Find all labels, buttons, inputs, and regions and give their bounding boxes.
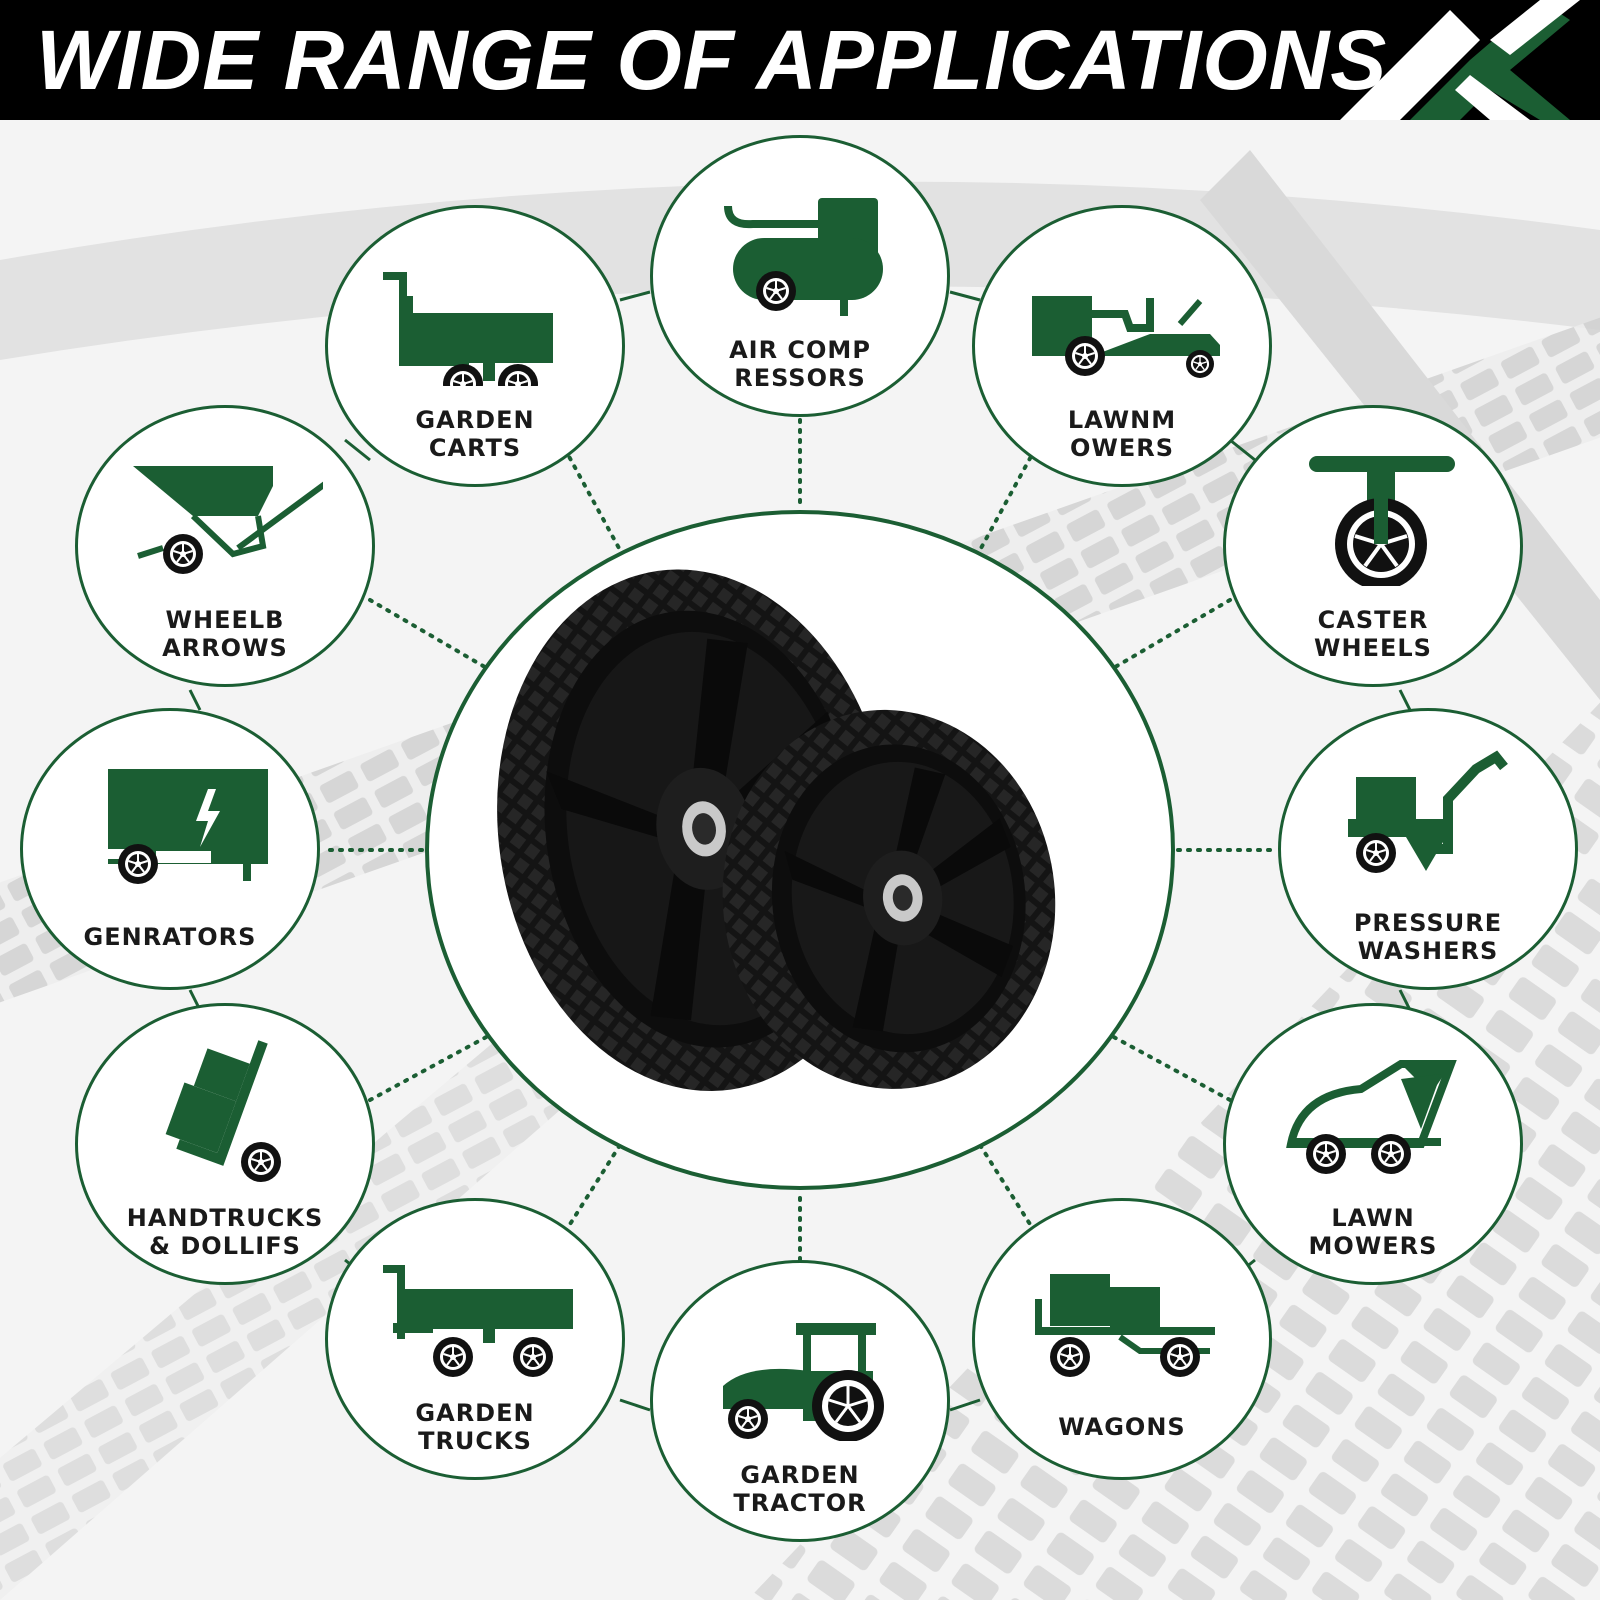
- handtruck-icon: [165, 1040, 282, 1183]
- application-label: GENRATORS: [83, 923, 257, 951]
- wheel-pair-image: [497, 569, 1056, 1091]
- riding-mower-icon: [1032, 296, 1220, 379]
- generator-icon: [103, 769, 268, 885]
- application-label: HANDTRUCKS& DOLLIFS: [126, 1204, 324, 1260]
- page-title: WIDE RANGE OF APPLICATIONS: [36, 13, 1388, 107]
- application-handtrucks-dollies: HANDTRUCKS& DOLLIFS: [75, 1003, 375, 1285]
- pressure-washer-icon: [1348, 750, 1508, 874]
- wheelbarrow-icon: [133, 466, 323, 575]
- product-image-circle: [425, 510, 1175, 1190]
- garden-cart-icon: [383, 272, 553, 386]
- push-mower-icon: [1286, 1060, 1457, 1175]
- wagon-icon: [1035, 1274, 1215, 1378]
- brand-logo-icon: [1340, 0, 1580, 120]
- application-label: WAGONS: [1058, 1413, 1186, 1441]
- garden-truck-icon: [383, 1265, 573, 1378]
- air-compressor-icon: [724, 198, 883, 316]
- caster-wheel-icon: [1309, 456, 1455, 586]
- application-generators: GENRATORS: [20, 708, 320, 990]
- tractor-icon: [723, 1323, 884, 1441]
- header-bar: WIDE RANGE OF APPLICATIONS: [0, 0, 1600, 120]
- application-wagons: WAGONS: [972, 1198, 1272, 1480]
